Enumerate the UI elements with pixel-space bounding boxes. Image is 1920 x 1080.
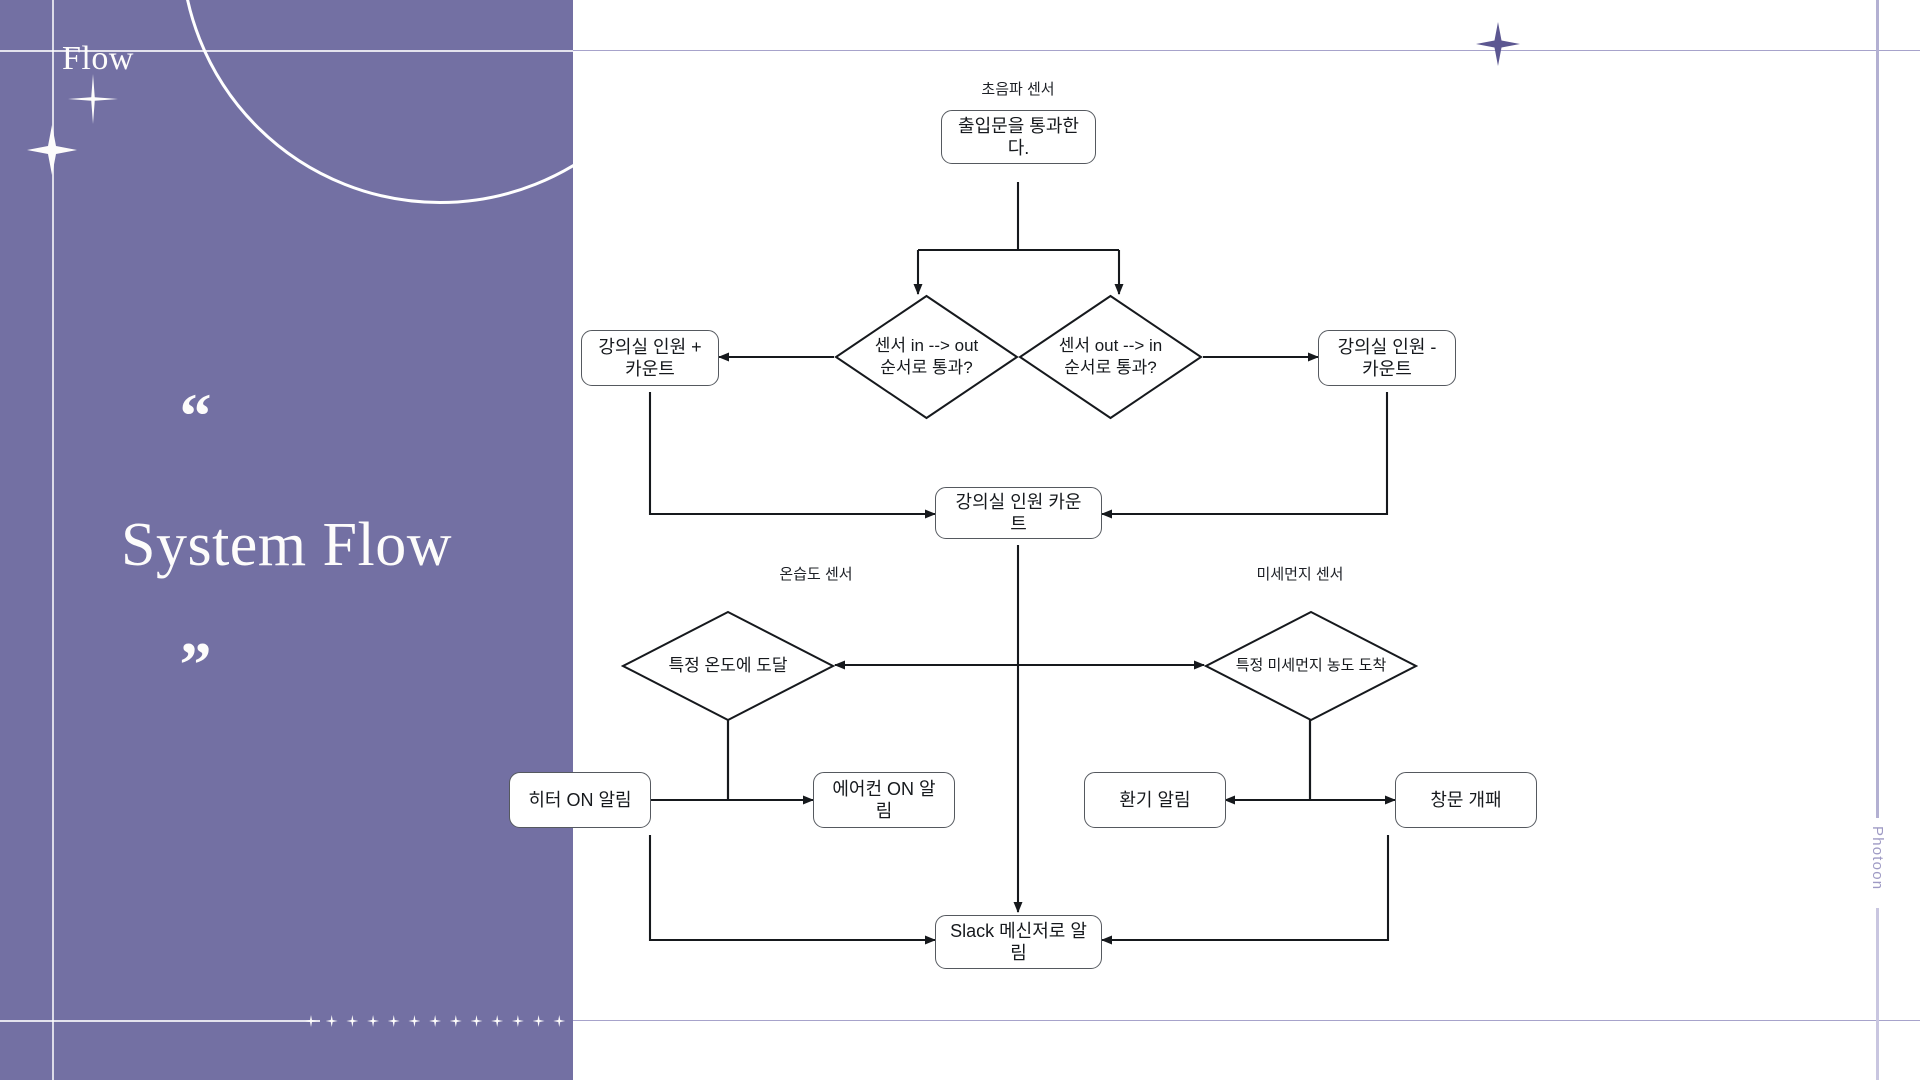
sparkle-icon [449,1015,462,1027]
panel-title-block: “ System Flow ” [0,0,573,1080]
right-vertical-rule-upper [1876,0,1879,818]
panel-vertical-rule [52,0,54,1080]
bottom-horizontal-rule [573,1020,1920,1021]
node-count-total[interactable]: 강의실 인원 카운트 [935,487,1102,539]
node-label: 특정 온도에 도달 [668,655,788,675]
panel-horizontal-rule [0,50,573,52]
sparkle-icon [387,1015,400,1027]
watermark-photoon: Photoon [1869,826,1886,891]
node-start[interactable]: 출입문을 통과한다. [941,110,1096,164]
sensor-tag-dust: 미세먼지 센서 [1256,566,1344,583]
quote-close-mark: ” [179,628,214,700]
diamond-shape [1204,610,1418,722]
diamond-shape [1018,294,1203,420]
node-decision-dust[interactable]: 특정 미세먼지 농도 도착 [1204,610,1418,722]
sparkle-icon [532,1015,545,1027]
top-horizontal-rule [0,50,1920,51]
node-decision-temperature[interactable]: 특정 온도에 도달 [621,610,835,722]
node-slack[interactable]: Slack 메신저로 알림 [935,915,1102,969]
panel-bottom-rule [0,1020,320,1022]
sparkle-icon [346,1015,359,1027]
sparkle-icon [429,1015,442,1027]
node-ventilate[interactable]: 환기 알림 [1084,772,1226,828]
sparkle-icon [553,1015,566,1027]
quote-open-mark: “ [179,379,214,451]
node-aircon-on[interactable]: 에어컨 ON 알림 [813,772,955,828]
system-flow-diagram: 초음파 센서 온습도 센서 미세먼지 센서 출입문을 통과한다. 강의실 인원 … [509,0,1920,1080]
sparkle-icon [367,1015,380,1027]
page-title: System Flow [120,510,453,579]
sparkle-divider-row [305,1009,573,1033]
title-panel: Flow “ System Flow ” [0,0,573,1080]
sensor-tag-temp-humidity: 온습도 센서 [779,566,853,583]
node-label: 센서 in --> out 순서로 통과? [874,335,979,377]
sparkle-icon [305,1015,317,1027]
node-count-plus[interactable]: 강의실 인원 + 카운트 [581,330,719,386]
diamond-shape [621,610,835,722]
node-label: 특정 미세먼지 농도 도착 [1235,657,1387,675]
diagram-connectors [632,182,1396,945]
sparkle-icon [491,1015,504,1027]
node-decision-in-out[interactable]: 센서 in --> out 순서로 통과? [834,294,1019,420]
sparkle-icon [408,1015,421,1027]
right-vertical-rule-lower [1876,908,1879,1080]
sparkle-icon [511,1015,524,1027]
node-count-minus[interactable]: 강의실 인원 - 카운트 [1318,330,1456,386]
node-window[interactable]: 창문 개패 [1395,772,1537,828]
node-label: 센서 out --> in 순서로 통과? [1058,335,1163,377]
sensor-tag-ultrasonic: 초음파 센서 [981,81,1055,98]
node-decision-out-in[interactable]: 센서 out --> in 순서로 통과? [1018,294,1203,420]
sparkle-icon [325,1015,338,1027]
node-heater-on[interactable]: 히터 ON 알림 [509,772,651,828]
sparkle-icon [470,1015,483,1027]
panel-kicker: Flow [62,40,134,77]
diamond-shape [834,294,1019,420]
